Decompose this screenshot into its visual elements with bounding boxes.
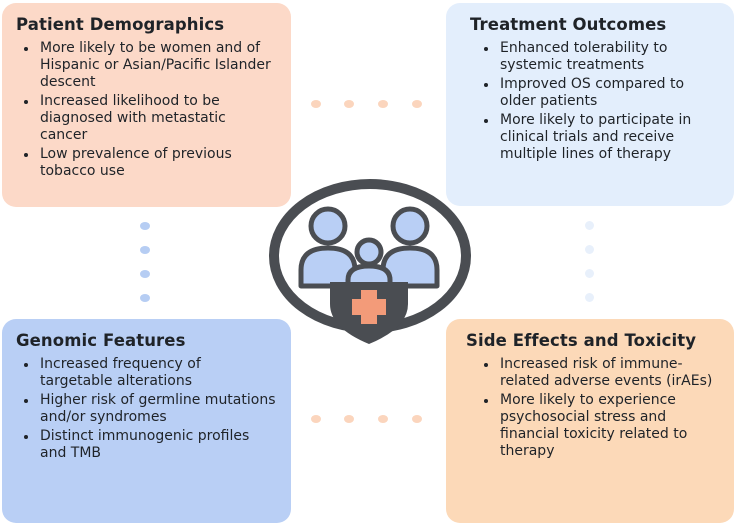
card-treatment-outcomes: Treatment Outcomes Enhanced tolerability… xyxy=(446,3,734,206)
connector-dot xyxy=(344,100,354,108)
connector-dot xyxy=(344,415,354,423)
connector-dot xyxy=(378,100,388,108)
connector-dot xyxy=(585,245,594,254)
connector-dot xyxy=(140,246,150,254)
bullet-item: More likely to be women and of Hispanic … xyxy=(38,40,277,91)
bullet-item: Distinct immunogenic profiles and TMB xyxy=(38,428,277,462)
card-genomic-features: Genomic Features Increased frequency of … xyxy=(2,319,291,523)
bullet-item: Increased risk of immune-related adverse… xyxy=(498,356,720,390)
bullet-item: Improved OS compared to older patients xyxy=(498,76,720,110)
bullet-item: Higher risk of germline mutations and/or… xyxy=(38,392,277,426)
bullet-item: Increased frequency of targetable altera… xyxy=(38,356,277,390)
card-side-effects-toxicity: Side Effects and Toxicity Increased risk… xyxy=(446,319,734,523)
family-icon xyxy=(298,206,440,293)
card-title-genomic-features: Genomic Features xyxy=(16,331,186,350)
bullet-list-patient-demographics: More likely to be women and of Hispanic … xyxy=(16,40,277,180)
card-title-side-effects-toxicity: Side Effects and Toxicity xyxy=(466,331,697,350)
connector-dot xyxy=(140,270,150,278)
bullet-list-treatment-outcomes: Enhanced tolerability to systemic treatm… xyxy=(460,40,720,163)
bullet-list-genomic-features: Increased frequency of targetable altera… xyxy=(16,356,277,462)
card-title-patient-demographics: Patient Demographics xyxy=(16,15,225,34)
connector-dot xyxy=(311,100,321,108)
bullet-item: More likely to experience psychosocial s… xyxy=(498,392,720,460)
bullet-item: More likely to participate in clinical t… xyxy=(498,112,720,163)
connector-dot xyxy=(140,222,150,230)
connector-dot xyxy=(585,221,594,230)
connector-dot xyxy=(140,294,150,302)
connector-dot xyxy=(585,269,594,278)
medical-cross-icon xyxy=(352,290,386,324)
connector-dot xyxy=(412,100,422,108)
connector-dot xyxy=(585,293,594,302)
bullet-item: Enhanced tolerability to systemic treatm… xyxy=(498,40,720,74)
connector-dot xyxy=(412,415,422,423)
bullet-list-side-effects-toxicity: Increased risk of immune-related adverse… xyxy=(460,356,720,460)
family-health-emblem xyxy=(269,179,471,344)
connector-dot xyxy=(311,415,321,423)
card-title-treatment-outcomes: Treatment Outcomes xyxy=(470,15,667,34)
bullet-item: Increased likelihood to be diagnosed wit… xyxy=(38,93,277,144)
card-patient-demographics: Patient Demographics More likely to be w… xyxy=(2,3,291,207)
bullet-item: Low prevalence of previous tobacco use xyxy=(38,146,277,180)
connector-dot xyxy=(378,415,388,423)
